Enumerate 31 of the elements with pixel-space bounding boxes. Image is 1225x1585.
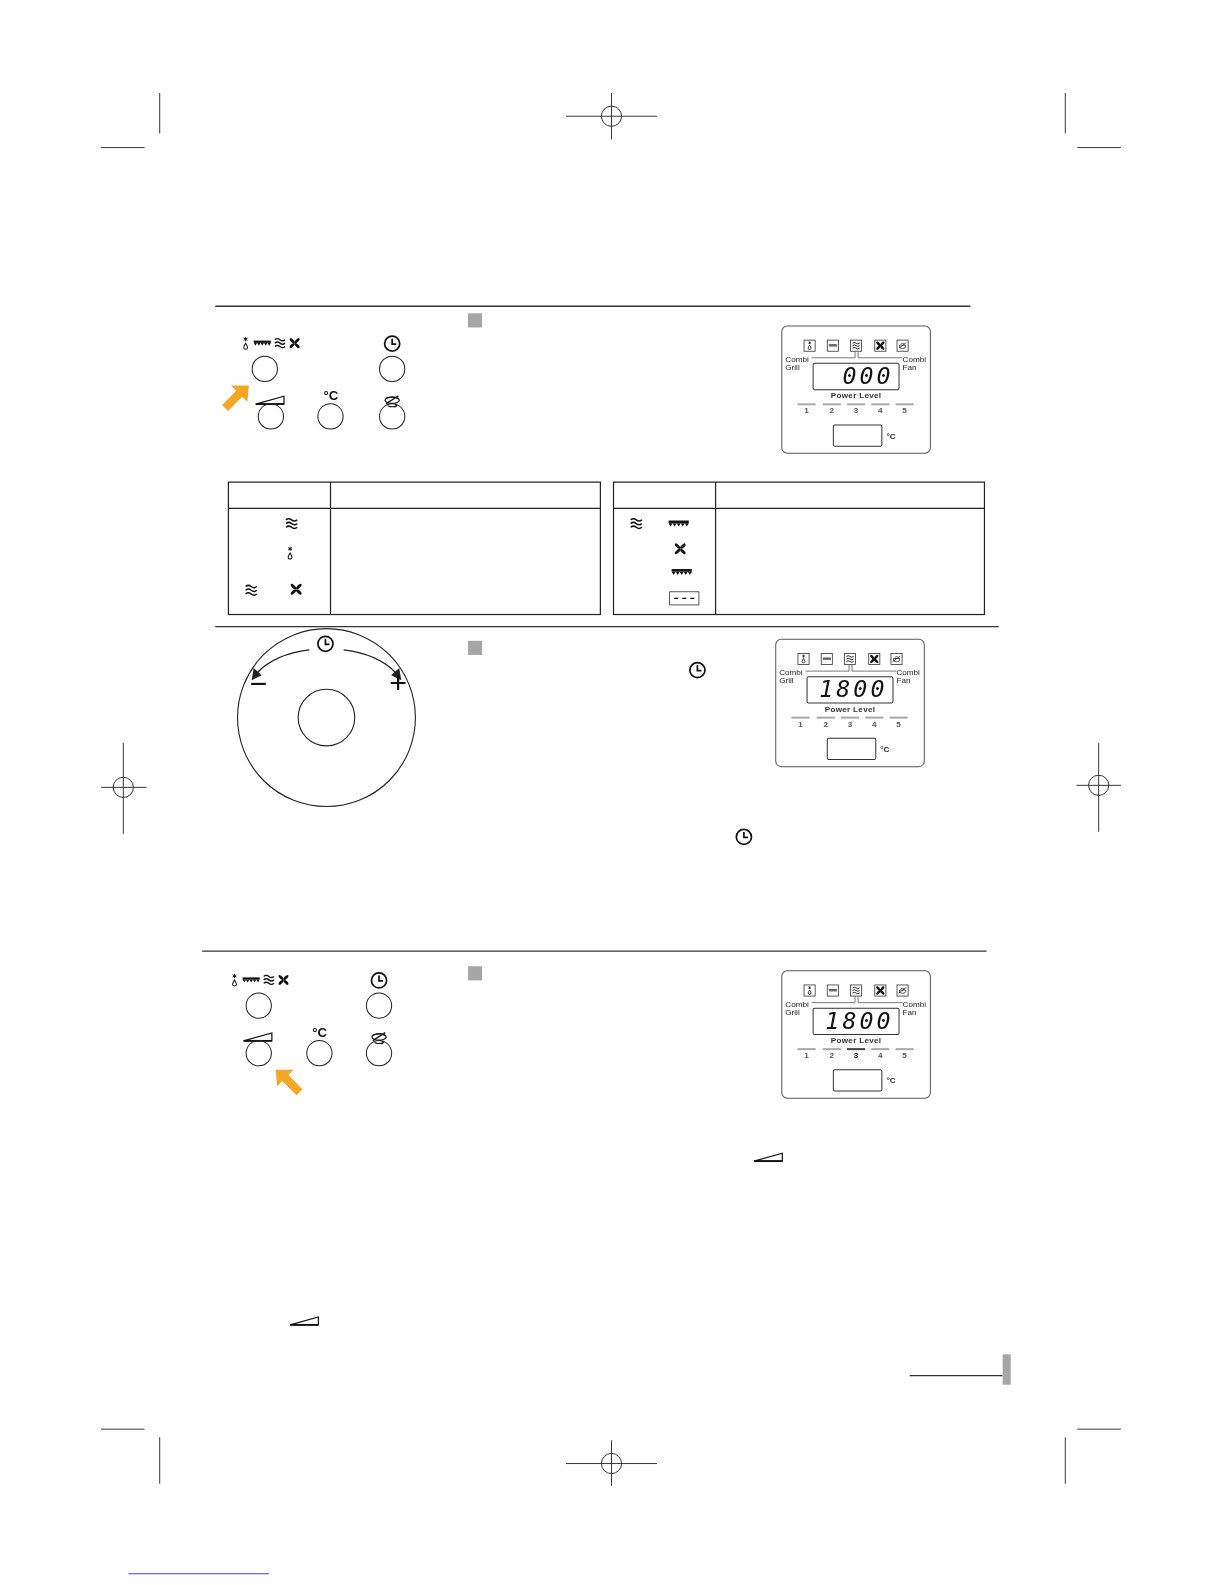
power-level-label: Power Level [824, 705, 876, 714]
power-level-label: Power Level [830, 1037, 882, 1046]
minus-sign: − [249, 669, 268, 700]
level-number: 5 [901, 1052, 908, 1061]
level-number: 3 [846, 720, 854, 729]
level-number: 3 [852, 407, 860, 416]
temperature-label: °C [312, 1025, 328, 1040]
temperature-unit: °C [886, 432, 896, 441]
temperature-unit: °C [886, 1077, 896, 1086]
level-number: 1 [797, 720, 804, 729]
level-number: 1 [803, 407, 810, 416]
level-number: 2 [828, 407, 836, 416]
level-number: 1 [803, 1052, 810, 1061]
level-number: 5 [901, 407, 908, 416]
level-number: 3 [852, 1052, 860, 1061]
mode-caption: Combi Fan [896, 669, 921, 686]
level-number: 4 [877, 407, 884, 416]
plus-sign: + [389, 668, 407, 699]
mode-caption: Combi Grill [779, 669, 804, 686]
level-number: 4 [871, 720, 878, 729]
level-number: 2 [828, 1052, 836, 1061]
mode-caption: Combi Fan [902, 1000, 927, 1017]
power-level-label: Power Level [830, 392, 882, 401]
level-number: 5 [895, 720, 902, 729]
mode-caption: Combi Grill [785, 355, 810, 372]
mode-caption: Combi Fan [902, 355, 927, 372]
level-number: 4 [877, 1052, 884, 1061]
temperature-unit: °C [880, 745, 890, 754]
mode-caption: Combi Grill [785, 1000, 810, 1017]
level-number: 2 [822, 720, 829, 729]
temperature-label: °C [323, 389, 339, 403]
